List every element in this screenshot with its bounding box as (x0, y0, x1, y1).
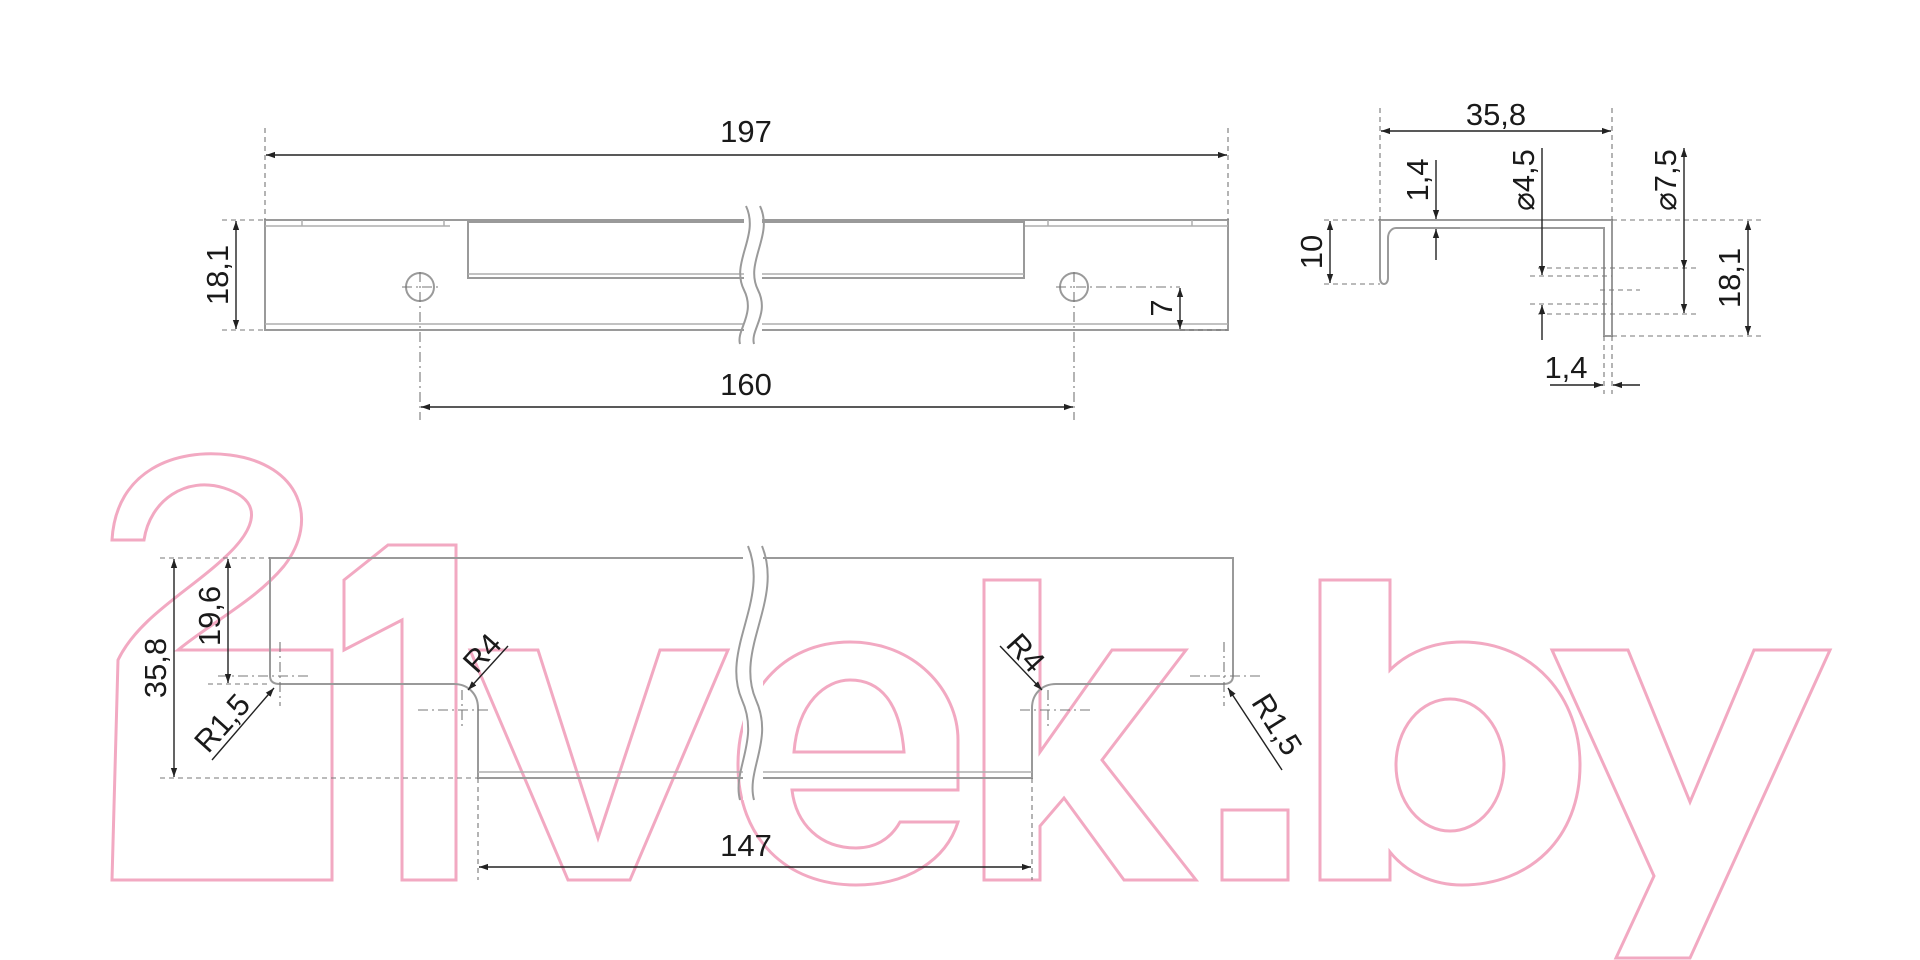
dim-text-step-depth: 19,6 (192, 586, 227, 646)
dim-text-radius-large-right: R4 (1000, 627, 1053, 680)
watermark-glyph-y (1549, 648, 1833, 960)
top-radius-centerlines (218, 642, 1260, 726)
dim-text-side-width: 35,8 (1466, 97, 1526, 132)
side-extension-lines (1324, 108, 1762, 394)
leader-radius-large-right (999, 645, 1043, 691)
side-view: 35,8 1,4 ⌀4,5 ⌀7,5 10 18,1 1,4 (1294, 97, 1762, 394)
dim-text-side-height: 18,1 (1712, 248, 1747, 308)
top-break-mark (735, 545, 769, 801)
front-break-mark (738, 205, 765, 345)
front-extension-lines (222, 128, 1229, 331)
dim-text-radius-large-left: R4 (456, 627, 509, 680)
leader-radius-small-left (211, 687, 275, 761)
dim-text-counterbore: ⌀7,5 (1648, 149, 1683, 211)
watermark-glyph-dot (1220, 808, 1290, 882)
dim-text-lip-height: 10 (1294, 235, 1329, 269)
dim-text-inner-length: 147 (720, 828, 772, 863)
dim-text-top-wall: 1,4 (1400, 158, 1435, 201)
hole-centerlines (402, 272, 1180, 420)
side-small-hole-lines (1530, 275, 1612, 305)
top-extension-lines (160, 557, 1033, 880)
front-break-gap (744, 205, 762, 345)
front-tick-marks (301, 220, 1193, 226)
watermark-glyph-2 (110, 452, 334, 882)
dim-text-top-depth: 35,8 (138, 638, 173, 698)
dim-text-overall-length: 197 (720, 114, 772, 149)
leader-radius-large-left (467, 645, 509, 691)
dim-text-small-hole: ⌀4,5 (1506, 149, 1541, 211)
watermark-glyph-k (982, 578, 1200, 882)
watermark-glyph-e-eye (792, 678, 906, 754)
dim-text-radius-small-left: R1,5 (187, 687, 257, 759)
front-handle-recess (467, 221, 1025, 279)
dim-text-hole-spacing: 160 (720, 367, 772, 402)
watermark-glyph-b (1318, 578, 1582, 887)
dim-text-bottom-wall: 1,4 (1544, 350, 1587, 385)
watermark-glyph-e (736, 640, 961, 887)
dim-text-radius-small-right: R1,5 (1245, 687, 1309, 761)
watermark-glyph-b-bowl (1394, 697, 1506, 833)
watermark-logo (110, 452, 1833, 960)
front-view: 197 18,1 160 7 (200, 114, 1229, 420)
leader-radius-small-right (1227, 687, 1283, 771)
dim-text-front-height: 18,1 (200, 245, 235, 305)
dim-text-hole-offset: 7 (1144, 299, 1179, 316)
top-view: 35,8 19,6 147 R4 R4 R1,5 R1,5 (138, 545, 1309, 880)
watermark-glyph-1 (342, 543, 458, 882)
side-profile-outline (1379, 219, 1613, 337)
watermark-glyph-v (467, 648, 731, 882)
